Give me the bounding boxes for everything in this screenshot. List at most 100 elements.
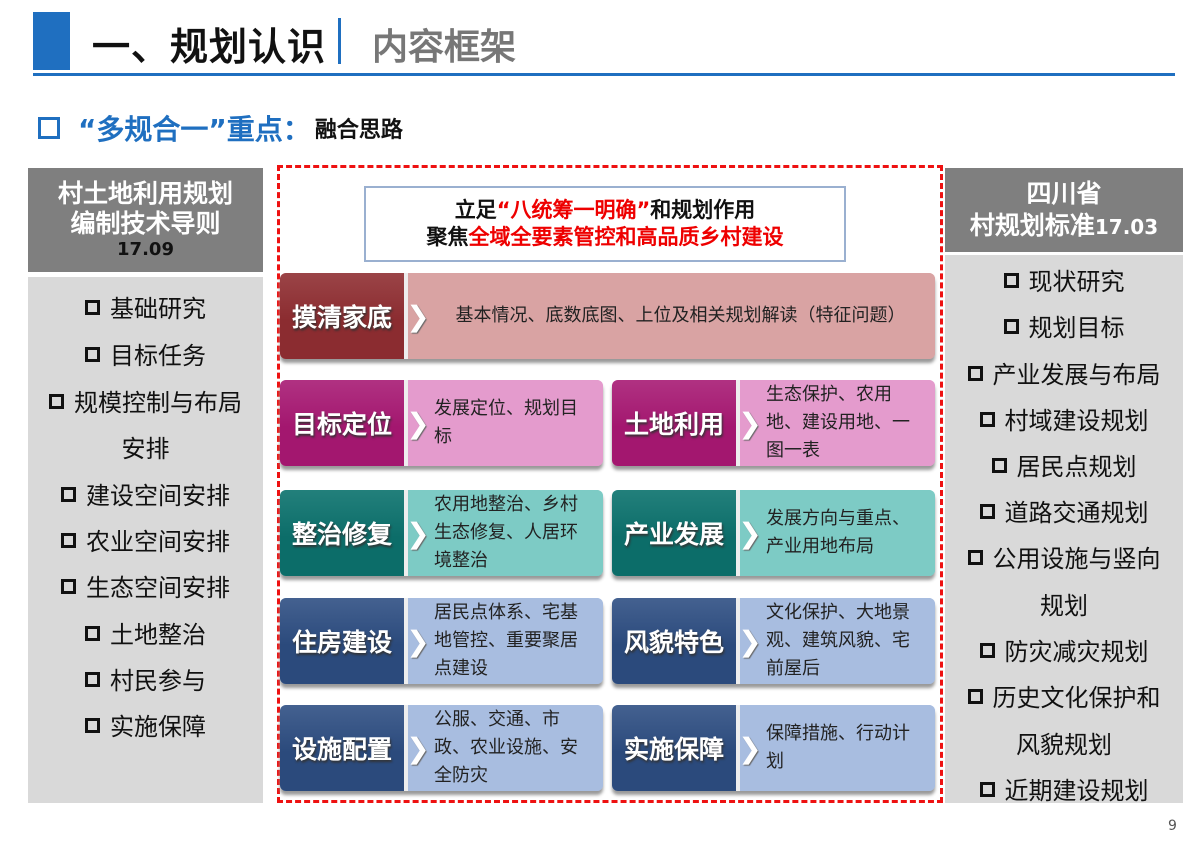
card-description: 公服、交通、市政、农业设施、安全防灾 <box>428 705 603 791</box>
list-item-text: 公用设施与竖向 <box>992 545 1161 573</box>
card-description: 发展方向与重点、产业用地布局 <box>760 490 935 576</box>
list-item: 安排 <box>28 429 263 464</box>
list-item: 规模控制与布局 <box>28 383 263 418</box>
list-item: 规划 <box>945 586 1183 621</box>
list-item: 实施保障 <box>28 707 263 742</box>
list-item: 产业发展与布局 <box>945 355 1183 390</box>
card-description: 发展定位、规划目标 <box>428 380 603 466</box>
list-item: 生态空间安排 <box>28 568 263 603</box>
section-heading: “多规合一”重点： 融合思路 <box>38 108 403 148</box>
checkbox-bullet-icon <box>979 643 995 658</box>
card-label: 目标定位 <box>280 380 408 466</box>
list-item-text: 土地整治 <box>110 621 206 649</box>
card-label: 土地利用 <box>612 380 740 466</box>
header-divider <box>33 73 1175 76</box>
card-label: 产业发展 <box>612 490 740 576</box>
left-panel-title: 村土地利用规划 <box>57 179 233 208</box>
page-subtitle: 内容框架 <box>372 27 517 68</box>
content-card: 目标定位 ❯ 发展定位、规划目标 <box>280 380 603 466</box>
chevron-right-icon: ❯ <box>738 731 762 765</box>
chevron-right-icon: ❯ <box>406 406 430 440</box>
list-item: 现状研究 <box>945 262 1183 297</box>
header-accent-bar <box>33 12 70 70</box>
page-title: 一、规划认识 <box>92 25 327 69</box>
list-item: 风貌规划 <box>945 725 1183 760</box>
list-item: 基础研究 <box>28 289 263 324</box>
content-card: 摸清家底 ❯ 基本情况、底数底图、上位及相关规划解读（特征问题） <box>280 273 935 359</box>
list-item-text: 农业空间安排 <box>86 528 230 556</box>
left-panel-list: 基础研究目标任务规模控制与布局安排建设空间安排农业空间安排生态空间安排土地整治村… <box>28 277 263 803</box>
chevron-right-icon: ❯ <box>406 624 430 658</box>
checkbox-bullet-icon <box>967 689 983 704</box>
card-description: 基本情况、底数底图、上位及相关规划解读（特征问题） <box>428 273 935 359</box>
list-item: 村民参与 <box>28 661 263 696</box>
right-panel-header: 四川省 村规划标准17.03 <box>945 168 1183 252</box>
checkbox-bullet-icon <box>979 782 995 797</box>
summary-highlight: “八统筹一明确” <box>496 198 651 222</box>
right-panel-list: 现状研究规划目标产业发展与布局村域建设规划居民点规划道路交通规划公用设施与竖向规… <box>945 255 1183 806</box>
card-label: 摸清家底 <box>280 273 408 359</box>
list-item-text: 历史文化保护和 <box>992 684 1161 712</box>
summary-text: 聚焦 <box>426 225 469 249</box>
list-item-text: 规划目标 <box>1028 314 1125 342</box>
list-item: 防灾减灾规划 <box>945 632 1183 667</box>
chevron-right-icon: ❯ <box>738 406 762 440</box>
list-item-text: 实施保障 <box>110 713 206 741</box>
checkbox-bullet-icon <box>967 550 983 565</box>
right-panel-title: 四川省 <box>1026 178 1102 208</box>
right-panel-version: 17.03 <box>1094 214 1159 239</box>
list-item-text: 目标任务 <box>110 342 206 370</box>
card-label: 住房建设 <box>280 598 408 684</box>
left-panel-version: 17.09 <box>117 239 174 260</box>
list-item-text: 建设空间安排 <box>86 482 230 510</box>
card-description: 农用地整治、乡村生态修复、人居环境整治 <box>428 490 603 576</box>
list-item: 规划目标 <box>945 308 1183 343</box>
checkbox-bullet-icon <box>49 394 64 409</box>
list-item: 居民点规划 <box>945 447 1183 482</box>
left-panel-header: 村土地利用规划 编制技术导则 17.09 <box>28 168 263 272</box>
chevron-right-icon: ❯ <box>406 516 430 550</box>
card-label: 整治修复 <box>280 490 408 576</box>
list-item: 历史文化保护和 <box>945 678 1183 713</box>
list-item-text: 近期建设规划 <box>1004 777 1149 805</box>
list-item-text: 规模控制与布局 <box>74 389 242 417</box>
card-description: 居民点体系、宅基地管控、重要聚居点建设 <box>428 598 603 684</box>
chevron-right-icon: ❯ <box>738 516 762 550</box>
list-item-text: 居民点规划 <box>1016 453 1137 481</box>
list-item: 目标任务 <box>28 336 263 371</box>
checkbox-bullet-icon <box>991 458 1007 473</box>
list-item: 农业空间安排 <box>28 522 263 557</box>
left-panel-title-2: 编制技术导则 <box>70 209 221 238</box>
list-item: 近期建设规划 <box>945 771 1183 806</box>
checkbox-bullet-icon <box>1003 273 1019 288</box>
list-item: 建设空间安排 <box>28 476 263 511</box>
chevron-right-icon: ❯ <box>406 731 430 765</box>
summary-text: 和规划作用 <box>650 198 756 222</box>
title-separator <box>338 18 341 64</box>
list-item-text: 规划 <box>1040 592 1088 620</box>
content-card: 产业发展 ❯ 发展方向与重点、产业用地布局 <box>612 490 935 576</box>
checkbox-bullet-icon <box>61 487 76 502</box>
checkbox-bullet-icon <box>979 412 995 427</box>
summary-text: 立足 <box>454 198 497 222</box>
list-item-text: 风貌规划 <box>1016 731 1112 759</box>
content-card: 实施保障 ❯ 保障措施、行动计划 <box>612 705 935 791</box>
card-label: 实施保障 <box>612 705 740 791</box>
checkbox-bullet-icon <box>979 504 995 519</box>
section-heading-text: “多规合一”重点： <box>78 113 311 146</box>
card-description: 文化保护、大地景观、建筑风貌、宅前屋后 <box>760 598 935 684</box>
content-card: 设施配置 ❯ 公服、交通、市政、农业设施、安全防灾 <box>280 705 603 791</box>
checkbox-bullet-icon <box>967 366 983 381</box>
content-card: 风貌特色 ❯ 文化保护、大地景观、建筑风貌、宅前屋后 <box>612 598 935 684</box>
list-item-text: 防灾减灾规划 <box>1004 638 1149 666</box>
list-item: 土地整治 <box>28 615 263 650</box>
checkbox-bullet-icon <box>85 718 100 733</box>
list-item: 村域建设规划 <box>945 401 1183 436</box>
checkbox-bullet-icon <box>1003 319 1019 334</box>
checkbox-bullet-icon <box>85 626 100 641</box>
list-item-text: 基础研究 <box>110 295 206 323</box>
summary-highlight: 全域全要素管控和高品质乡村建设 <box>468 225 784 249</box>
list-item: 道路交通规划 <box>945 493 1183 528</box>
content-card: 土地利用 ❯ 生态保护、农用地、建设用地、一图一表 <box>612 380 935 466</box>
square-bullet-icon <box>38 117 60 139</box>
